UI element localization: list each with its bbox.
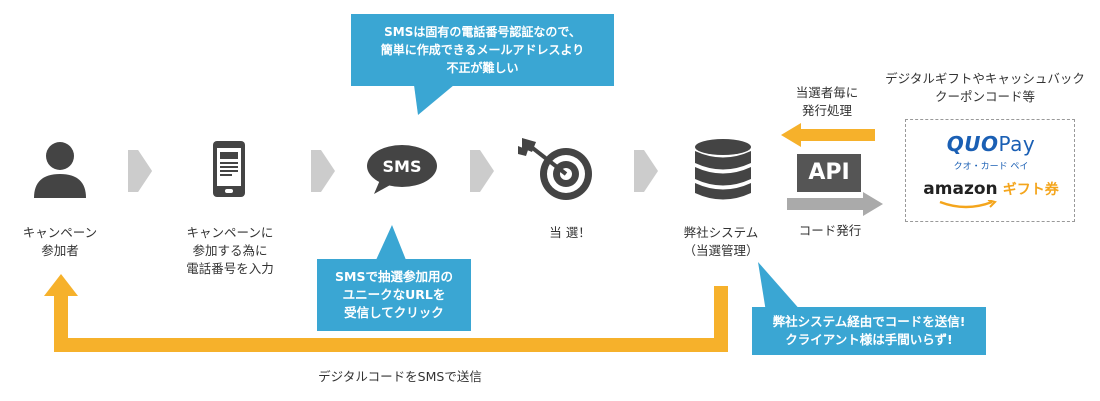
callout-middle-line-1: SMSで抽選参加用の xyxy=(335,269,453,284)
step-participant-label: キャンペーン 参加者 xyxy=(10,224,110,260)
callout-top: SMSは固有の電話番号認証なので、 簡単に作成できるメールアドレスより 不正が難… xyxy=(351,14,614,86)
callout-top-pointer xyxy=(414,85,454,115)
return-arrow-label: デジタルコードをSMSで送信 xyxy=(318,369,482,384)
api-top-note-line-1: 当選者毎に xyxy=(795,85,859,100)
step-phone-line-1: キャンペーンに xyxy=(186,225,274,240)
api-badge: API xyxy=(797,154,861,192)
api-top-note: 当選者毎に 発行処理 xyxy=(780,84,874,120)
step-system-line-2: （当選管理） xyxy=(683,243,759,258)
api-bottom-note: コード発行 xyxy=(798,223,862,238)
callout-middle-line-2: ユニークなURLを xyxy=(342,287,446,302)
step-win-line-1: 当 選！ xyxy=(549,225,591,240)
amazon-smile-icon xyxy=(938,200,998,210)
api-badge-text: API xyxy=(808,160,850,185)
step-phone-line-2: 参加する為に xyxy=(192,243,268,258)
callout-right: 弊社システム経由でコードを送信! クライアント様は手間いらず! xyxy=(752,307,986,355)
amazon-gift-logo: amazon ギフト券 xyxy=(906,179,1076,199)
quo-logo-part-b: Pay xyxy=(998,132,1036,156)
callout-right-pointer xyxy=(758,262,802,312)
callout-middle-pointer xyxy=(376,225,406,260)
step-win-label: 当 選！ xyxy=(520,224,620,242)
callout-middle-line-3: 受信してクリック xyxy=(344,305,444,320)
callout-top-line-2: 簡単に作成できるメールアドレスより xyxy=(380,43,585,57)
step-phone-label: キャンペーンに 参加する為に 電話番号を入力 xyxy=(170,224,290,278)
database-icon xyxy=(693,138,753,202)
smartphone-icon xyxy=(212,140,246,198)
return-arrow xyxy=(34,274,734,354)
flow-chevron-4 xyxy=(634,150,658,192)
step-phone-line-3: 電話番号を入力 xyxy=(186,261,274,276)
amazon-gift-text: ギフト券 xyxy=(1002,182,1059,198)
target-icon xyxy=(518,136,600,202)
amazon-word: amazon xyxy=(923,179,998,199)
callout-right-line-2: クライアント様は手間いらず! xyxy=(785,332,953,347)
callout-right-line-1: 弊社システム経由でコードを送信! xyxy=(772,314,966,329)
gift-title: デジタルギフトやキャッシュバック クーポンコード等 xyxy=(880,70,1090,106)
sms-bubble-text: SMS xyxy=(382,157,422,176)
callout-top-line-1: SMSは固有の電話番号認証なので、 xyxy=(384,25,581,39)
flow-chevron-3 xyxy=(470,150,494,192)
step-participant-line-2: 参加者 xyxy=(41,243,79,258)
person-icon xyxy=(32,140,88,200)
sms-bubble-icon: SMS xyxy=(366,144,438,196)
api-outgoing-arrow xyxy=(787,192,883,216)
flow-chevron-1 xyxy=(128,150,152,192)
callout-middle: SMSで抽選参加用の ユニークなURLを 受信してクリック xyxy=(317,259,471,331)
gift-title-line-1: デジタルギフトやキャッシュバック xyxy=(885,71,1085,86)
quo-pay-subtext: クオ・カード ペイ xyxy=(953,162,1029,172)
step-system-line-1: 弊社システム xyxy=(683,225,759,240)
gift-box: QUOPay クオ・カード ペイ amazon ギフト券 xyxy=(905,119,1075,222)
api-incoming-arrow xyxy=(781,123,875,147)
callout-top-line-3: 不正が難しい xyxy=(446,61,519,75)
quo-pay-logo: QUOPay xyxy=(906,132,1076,156)
api-top-note-line-2: 発行処理 xyxy=(801,103,852,118)
step-system-label: 弊社システム （当選管理） xyxy=(666,224,776,260)
quo-logo-part-a: QUO xyxy=(946,132,999,156)
gift-title-line-2: クーポンコード等 xyxy=(934,89,1035,104)
step-participant-line-1: キャンペーン xyxy=(22,225,98,240)
flow-chevron-2 xyxy=(311,150,335,192)
